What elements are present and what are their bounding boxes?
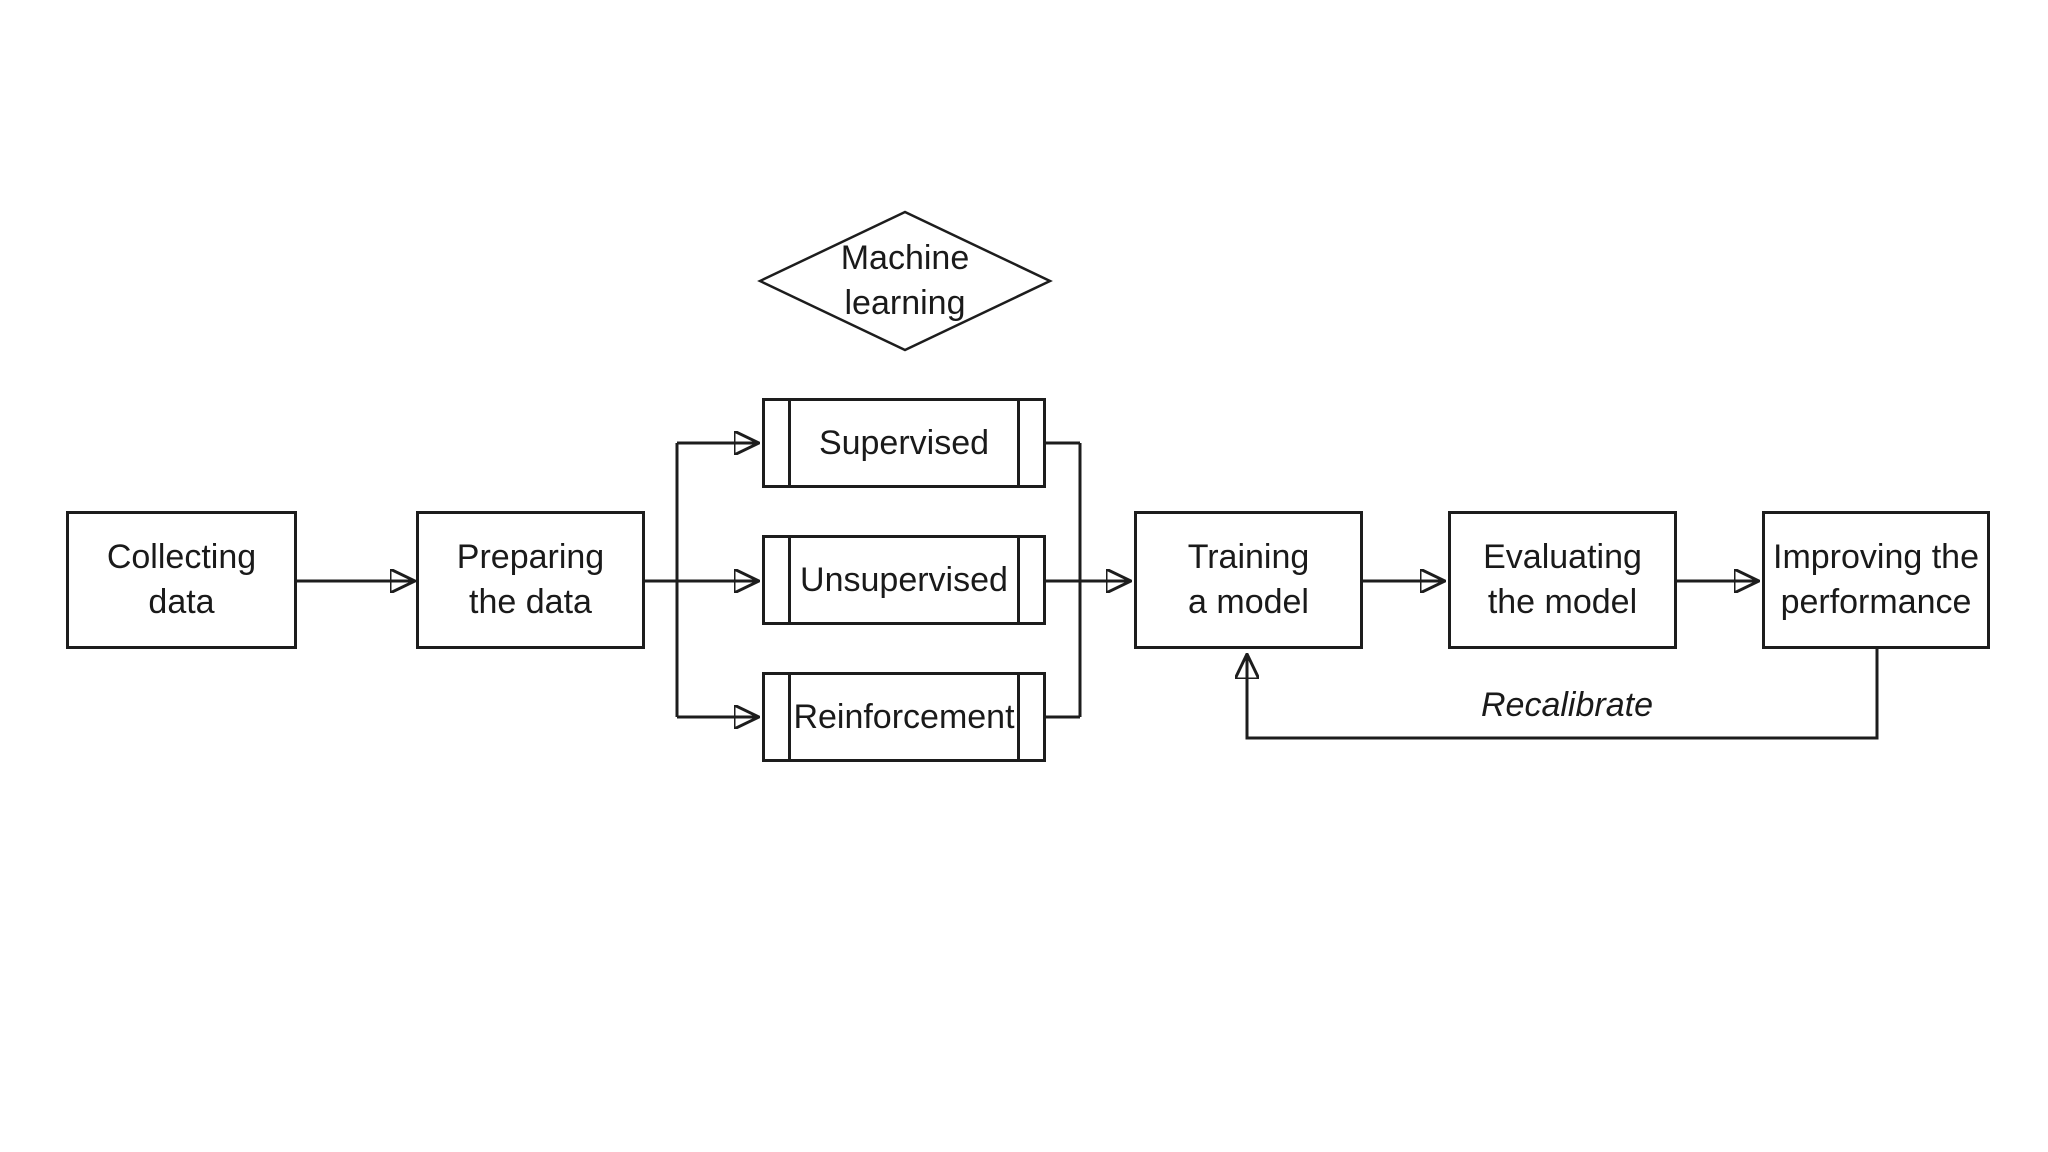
node-label-line: performance [1780,583,1972,621]
node-unsupervised: Unsupervised [762,535,1046,625]
node-machine-learning: Machine learning [785,229,1025,333]
node-label-line: Evaluating [1483,538,1642,576]
node-training-a-model: Training a model [1134,511,1363,649]
node-label-line: Preparing [456,538,605,576]
node-label-line: Training [1187,538,1310,576]
node-label-line: Improving the [1773,538,1979,576]
node-label-line: Collecting [106,538,257,576]
edge-recalibrate-feedback [1247,649,1879,740]
node-label-line: Machine [840,239,970,277]
diamond-shape [757,210,1053,352]
node-label-line: the model [1487,583,1638,621]
node-label-line: Supervised [818,423,990,462]
node-label-line: a model [1188,583,1309,621]
node-label-line: learning [844,284,966,322]
node-improving-the-performance: Improving the performance [1762,511,1990,649]
node-preparing-the-data: Preparing the data [416,511,645,649]
node-label-line: the data [469,583,592,621]
node-supervised: Supervised [762,398,1046,488]
node-reinforcement: Reinforcement [762,672,1046,762]
node-label-line: Reinforcement [793,697,1015,736]
recalibrate-edge-label: Recalibrate [1481,686,1653,724]
edge-branch-trunk [645,443,679,717]
node-evaluating-the-model: Evaluating the model [1448,511,1677,649]
node-collecting-data: Collecting data [66,511,297,649]
node-label-line: data [148,583,215,621]
node-label-line: Unsupervised [800,560,1008,599]
